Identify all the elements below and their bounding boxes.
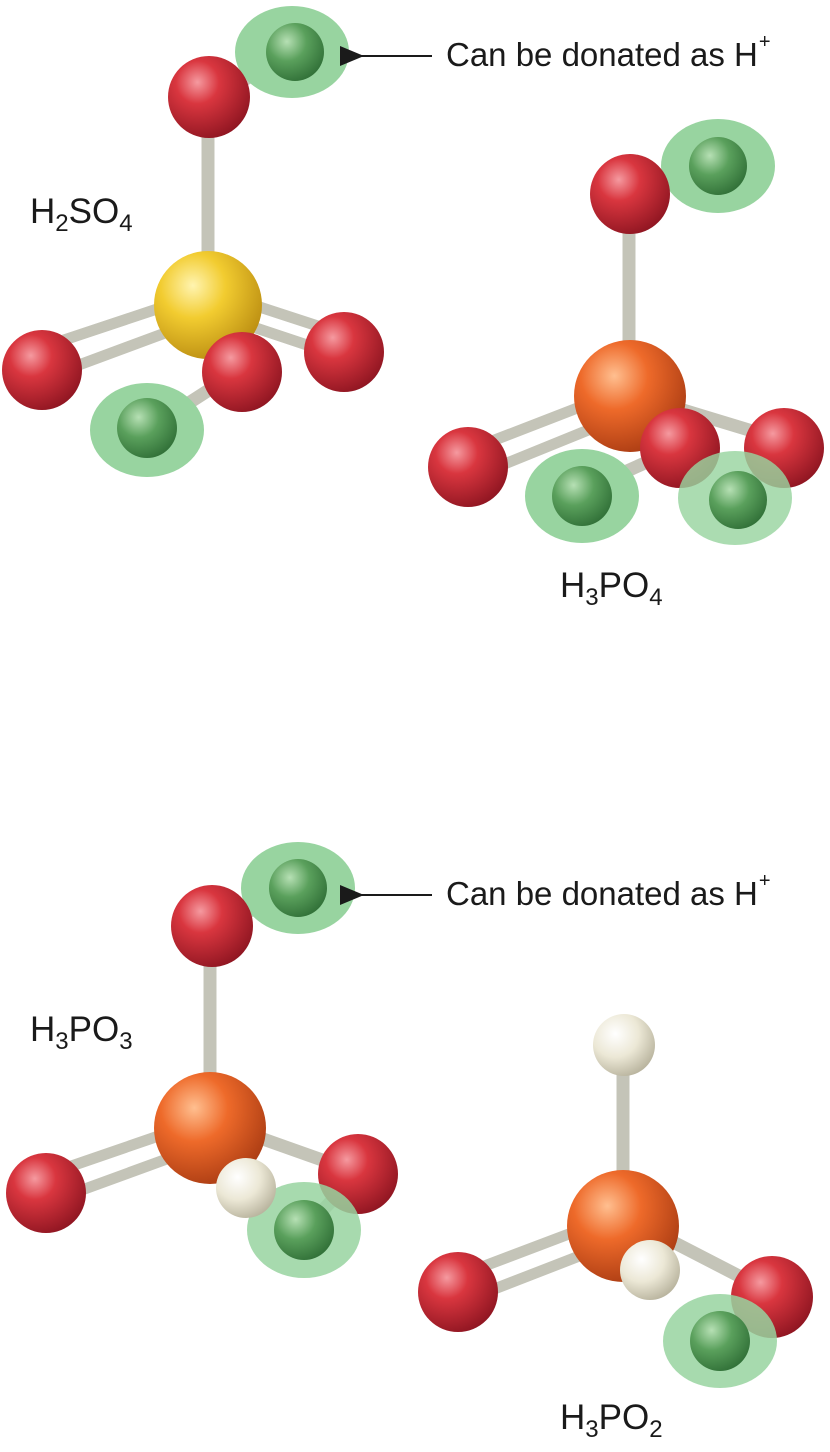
- oxygen-atom: [202, 332, 282, 412]
- oxygen-atom: [418, 1252, 498, 1332]
- acidic-hydrogen-atom: [269, 859, 327, 917]
- oxygen-atom: [171, 885, 253, 967]
- hydrogen-atom: [216, 1158, 276, 1218]
- oxygen-atom: [2, 330, 82, 410]
- sulfur-atom: [154, 251, 262, 359]
- callout-text: Can be donated as H+: [446, 31, 771, 73]
- molecule-h2so4: [2, 6, 384, 477]
- molecule-h3po4: [428, 119, 824, 545]
- formula-label-h3po4: H3PO4: [560, 566, 663, 611]
- acidic-hydrogen-atom: [709, 471, 767, 529]
- formula-label-h3po3: H3PO3: [30, 1010, 133, 1055]
- oxygen-atom: [6, 1153, 86, 1233]
- molecule-h3po2: [418, 1014, 813, 1388]
- hydrogen-atom: [593, 1014, 655, 1076]
- oxygen-atom: [168, 56, 250, 138]
- oxygen-atom: [590, 154, 670, 234]
- acidic-hydrogen-atom: [552, 466, 612, 526]
- oxygen-atom: [428, 427, 508, 507]
- oxygen-atom: [304, 312, 384, 392]
- acidic-hydrogen-atom: [689, 137, 747, 195]
- formula-label-h2so4: H2SO4: [30, 192, 133, 237]
- phosphorus-atom: [154, 1072, 266, 1184]
- acidic-hydrogen-atom: [274, 1200, 334, 1260]
- callout-text: Can be donated as H+: [446, 870, 771, 912]
- formula-label-h3po2: H3PO2: [560, 1398, 663, 1443]
- acidic-hydrogen-atom: [266, 23, 324, 81]
- acidic-hydrogen-atom: [117, 398, 177, 458]
- acidic-hydrogen-atom: [690, 1311, 750, 1371]
- molecule-h3po3: [6, 842, 398, 1278]
- hydrogen-atom: [620, 1240, 680, 1300]
